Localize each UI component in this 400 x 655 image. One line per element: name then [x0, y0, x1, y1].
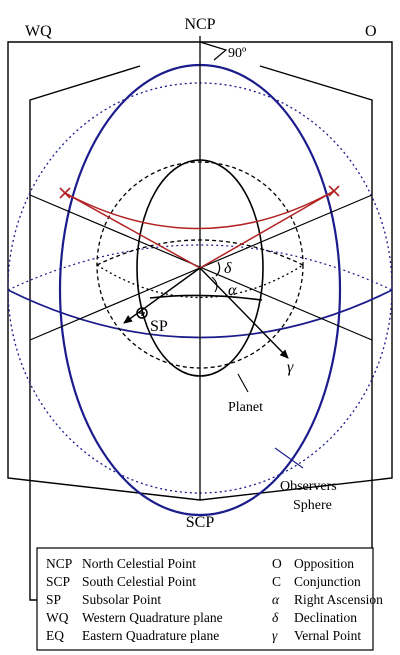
- planet-label: Planet: [228, 400, 263, 415]
- legend: NCP North Celestial Point SCP South Cele…: [36, 547, 383, 651]
- legend-text-c: Conjunction: [294, 574, 361, 589]
- legend-text-alpha: Right Ascension: [294, 592, 383, 607]
- subsolar-point-marker: [136, 307, 148, 319]
- red-cross-marker-right: [328, 185, 340, 197]
- legend-text-ncp: North Celestial Point: [82, 556, 196, 571]
- sp-label: SP: [150, 318, 168, 335]
- legend-text-gamma: Vernal Point: [294, 628, 361, 643]
- red-cross-marker-left: [59, 187, 71, 199]
- legend-abbr-wq: WQ: [46, 610, 69, 625]
- legend-text-wq: Western Quadrature plane: [82, 610, 223, 625]
- right-ascension-angle-arc: [211, 276, 218, 293]
- observers-label-line2: Sphere: [293, 498, 332, 513]
- legend-abbr-scp: SCP: [46, 574, 70, 589]
- delta-label: δ: [224, 260, 232, 277]
- declination-angle-arc: [215, 261, 221, 277]
- legend-text-scp: South Celestial Point: [82, 574, 196, 589]
- angle-90-label: 90º: [228, 46, 247, 61]
- legend-abbr-o: O: [272, 556, 282, 571]
- gamma-label: γ: [287, 359, 294, 376]
- legend-abbr-ncp: NCP: [46, 556, 72, 571]
- opposition-label: O: [365, 23, 377, 40]
- right-angle-marker: [199, 41, 228, 61]
- red-subsolar-path: [64, 190, 335, 269]
- wq-label: WQ: [25, 23, 52, 40]
- legend-text-o: Opposition: [294, 556, 354, 571]
- legend-text-eq: Eastern Quadrature plane: [82, 628, 219, 643]
- scp-label: SCP: [186, 514, 215, 531]
- legend-abbr-c: C: [272, 574, 281, 589]
- legend-abbr-delta: δ: [272, 610, 279, 625]
- legend-text-delta: Declination: [294, 610, 357, 625]
- legend-text-sp: Subsolar Point: [82, 592, 161, 607]
- ncp-label: NCP: [184, 16, 215, 33]
- legend-left-column: NCP North Celestial Point SCP South Cele…: [46, 556, 223, 643]
- vernal-point-arrow: [199, 267, 289, 359]
- observers-label-line1: Observers: [280, 479, 337, 494]
- legend-abbr-gamma: γ: [272, 628, 278, 643]
- planet-leader-line: [237, 373, 249, 393]
- legend-box: [36, 547, 374, 651]
- legend-abbr-alpha: α: [272, 592, 280, 607]
- legend-abbr-sp: SP: [46, 592, 61, 607]
- observers-leader-line: [274, 447, 304, 469]
- legend-abbr-eq: EQ: [46, 628, 64, 643]
- legend-right-column: O Opposition C Conjunction α Right Ascen…: [272, 556, 383, 643]
- alpha-label: α: [228, 282, 237, 299]
